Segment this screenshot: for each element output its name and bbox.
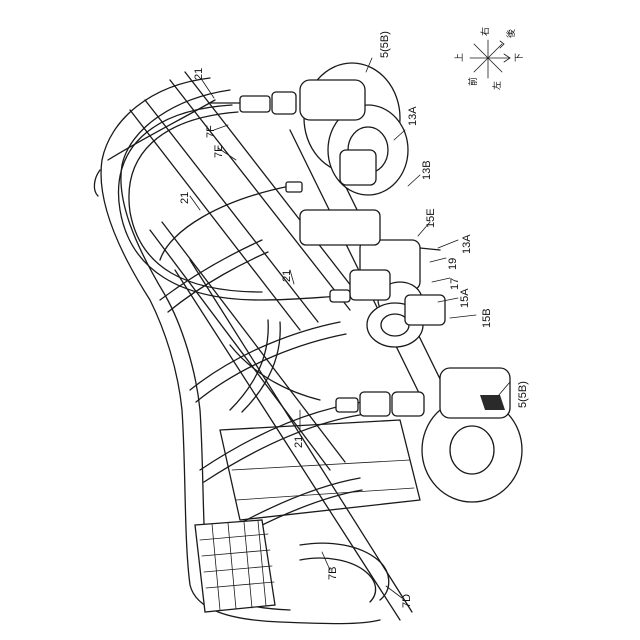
compass-down: 下 <box>515 53 525 62</box>
label-15e: 15E <box>425 208 437 228</box>
compass-rear: 後 <box>505 29 517 38</box>
top-wheel <box>300 63 408 195</box>
compass-up: 上 <box>454 53 465 62</box>
label-17: 17 <box>449 278 461 290</box>
label-21-bottom: 21 <box>293 436 305 448</box>
label-7b: 7B <box>327 567 339 580</box>
label-13b: 13B <box>421 160 433 180</box>
compass-front: 前 <box>467 77 479 86</box>
compass-right: 右 <box>479 27 491 36</box>
hex-mesh-basket <box>195 520 275 612</box>
label-15b: 15B <box>481 308 493 328</box>
label-21-mid: 21 <box>281 270 293 282</box>
motor-unit-top <box>300 210 422 318</box>
compass-left: 左 <box>491 81 503 90</box>
label-13a-mid: 13A <box>461 234 473 254</box>
bottom-wheel <box>422 368 522 502</box>
label-15a: 15A <box>459 288 471 308</box>
floor-panel <box>220 420 420 520</box>
label-7e: 7E <box>213 145 225 158</box>
label-7d: 7D <box>401 594 413 608</box>
label-19: 19 <box>447 258 459 270</box>
label-5-5b-top: 5(5B) <box>379 31 391 58</box>
direction-compass: 上 下 前 後 左 右 <box>454 27 525 90</box>
label-21-top: 21 <box>193 68 205 80</box>
lower-bumper <box>300 543 389 602</box>
label-5-5b-bottom: 5(5B) <box>517 381 529 408</box>
label-21-left: 21 <box>179 192 191 204</box>
label-13a-top: 13A <box>407 106 419 126</box>
label-7f: 7F <box>205 125 217 138</box>
